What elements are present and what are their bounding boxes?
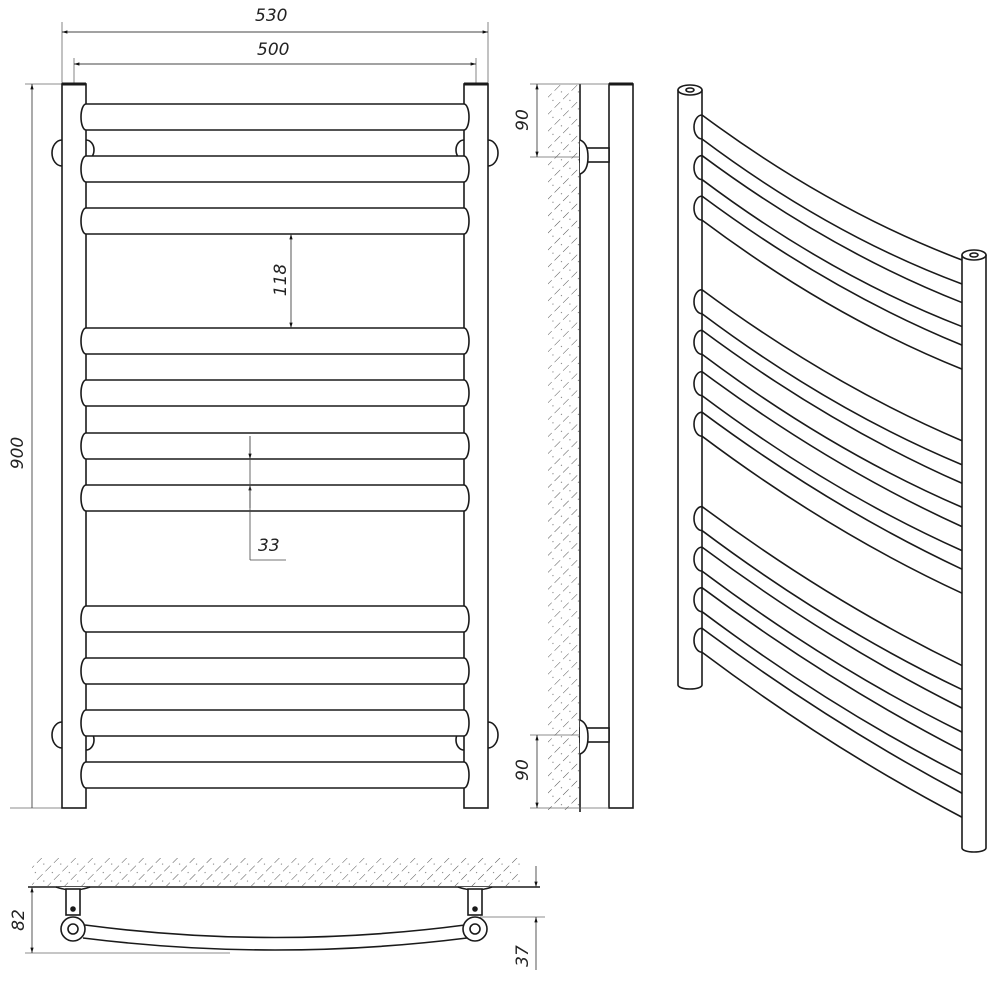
front-bars — [80, 103, 470, 789]
towel-bar — [80, 761, 470, 789]
dim-bar-spacing: 33 — [258, 536, 280, 556]
dim-bracket-depth: 37 — [512, 945, 533, 967]
dim-center-distance: 500 — [257, 40, 290, 60]
top-view — [25, 858, 545, 970]
iso-towel-bar — [693, 505, 963, 691]
iso-towel-bar — [693, 114, 963, 285]
isometric-view — [677, 84, 987, 853]
iso-towel-bar — [693, 586, 963, 776]
towel-bar — [80, 379, 470, 407]
front-view — [10, 22, 499, 809]
dim-overall-height: 900 — [8, 436, 29, 470]
iso-towel-bar — [693, 546, 963, 733]
towel-bar — [80, 327, 470, 355]
dim-bottom-bracket-offset: 90 — [512, 759, 533, 781]
iso-towel-bar — [693, 288, 963, 466]
towel-bar — [80, 432, 470, 460]
towel-bar — [80, 484, 470, 512]
dim-bar-group-gap: 118 — [271, 263, 292, 297]
iso-towel-bar — [693, 329, 963, 509]
dim-wall-depth: 82 — [8, 909, 29, 931]
towel-bar — [80, 207, 470, 235]
dim-top-bracket-offset: 90 — [512, 109, 533, 131]
iso-towel-bar — [693, 370, 963, 552]
side-view — [530, 82, 634, 812]
iso-towel-bar — [693, 411, 963, 594]
iso-towel-bar — [693, 627, 963, 818]
wall-hatch-top — [32, 858, 520, 886]
dim-overall-width: 530 — [255, 6, 288, 26]
towel-bar — [80, 155, 470, 183]
towel-bar — [80, 103, 470, 131]
iso-bars — [693, 114, 963, 818]
towel-bar — [80, 605, 470, 633]
iso-towel-bar — [693, 195, 963, 370]
wall-hatch — [548, 84, 580, 810]
iso-towel-bar — [693, 154, 963, 328]
towel-bar — [80, 709, 470, 737]
towel-bar — [80, 657, 470, 685]
